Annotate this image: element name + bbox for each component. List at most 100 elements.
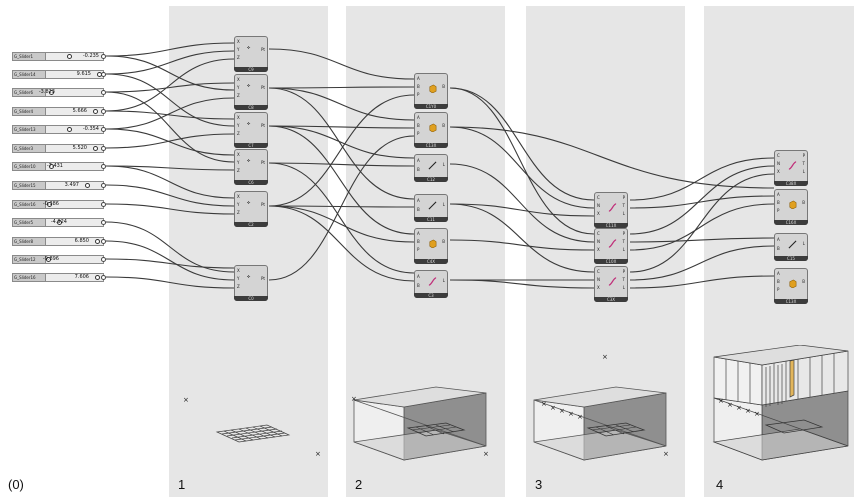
- input-z[interactable]: Z: [237, 55, 240, 60]
- slider-knob[interactable]: [93, 146, 98, 151]
- input-c[interactable]: C: [597, 195, 600, 200]
- input-n[interactable]: N: [777, 161, 780, 166]
- input-b[interactable]: B: [777, 246, 780, 251]
- output-b[interactable]: B: [802, 200, 805, 205]
- box-component-node[interactable]: A B P B C4X: [414, 228, 448, 264]
- construct-point-node[interactable]: X Y Z ✣ Pt C8: [234, 74, 268, 110]
- output-grip[interactable]: [101, 109, 106, 114]
- input-z[interactable]: Z: [237, 210, 240, 215]
- output-t[interactable]: T: [802, 161, 805, 166]
- output-grip[interactable]: [101, 164, 106, 169]
- input-x[interactable]: X: [237, 268, 240, 273]
- number-slider[interactable]: G_Slider16-0.386: [12, 200, 106, 209]
- input-b[interactable]: B: [777, 279, 780, 284]
- output-pt[interactable]: Pt: [261, 85, 265, 90]
- input-b[interactable]: B: [417, 123, 420, 128]
- output-l[interactable]: L: [442, 162, 445, 167]
- construct-point-node[interactable]: X Y Z ✣ Pt C7: [234, 112, 268, 148]
- input-y[interactable]: Y: [237, 276, 240, 281]
- input-z[interactable]: Z: [237, 284, 240, 289]
- output-pt[interactable]: Pt: [261, 160, 265, 165]
- evaluate-curve-node[interactable]: C N X P T L C10X: [594, 228, 628, 264]
- output-p[interactable]: P: [622, 231, 625, 236]
- input-y[interactable]: Y: [237, 85, 240, 90]
- number-slider[interactable]: G_Slider1-0.235: [12, 52, 106, 61]
- input-b[interactable]: B: [417, 239, 420, 244]
- input-y[interactable]: Y: [237, 47, 240, 52]
- output-grip[interactable]: [101, 146, 106, 151]
- line-component-node[interactable]: A B L C15: [774, 233, 808, 261]
- number-slider[interactable]: G_Slider6-3.823: [12, 88, 106, 97]
- input-b[interactable]: B: [777, 200, 780, 205]
- output-b[interactable]: B: [442, 84, 445, 89]
- input-y[interactable]: Y: [237, 202, 240, 207]
- output-pt[interactable]: Pt: [261, 47, 265, 52]
- input-z[interactable]: Z: [237, 93, 240, 98]
- input-a[interactable]: A: [417, 76, 420, 81]
- input-x[interactable]: X: [597, 211, 600, 216]
- evaluate-curve-node[interactable]: C N X P T L C3X: [594, 266, 628, 302]
- input-p[interactable]: P: [777, 287, 780, 292]
- output-t[interactable]: T: [622, 239, 625, 244]
- box-component-node[interactable]: A B P B C13X: [774, 268, 808, 304]
- input-x[interactable]: X: [597, 285, 600, 290]
- output-grip[interactable]: [101, 257, 106, 262]
- output-grip[interactable]: [101, 275, 106, 280]
- input-x[interactable]: X: [237, 39, 240, 44]
- construct-point-node[interactable]: X Y Z ✣ Pt C0: [234, 265, 268, 301]
- output-grip[interactable]: [101, 127, 106, 132]
- number-slider[interactable]: G_Slider5-4.924: [12, 218, 106, 227]
- output-l[interactable]: L: [622, 247, 625, 252]
- input-a[interactable]: A: [777, 237, 780, 242]
- input-a[interactable]: A: [777, 271, 780, 276]
- slider-knob[interactable]: [46, 257, 51, 262]
- input-c[interactable]: C: [597, 231, 600, 236]
- input-x[interactable]: X: [237, 77, 240, 82]
- input-x[interactable]: X: [777, 169, 780, 174]
- output-t[interactable]: T: [622, 203, 625, 208]
- input-y[interactable]: Y: [237, 123, 240, 128]
- input-b[interactable]: B: [417, 167, 420, 172]
- input-a[interactable]: A: [417, 274, 420, 279]
- construct-point-node[interactable]: X Y Z ✣ Pt C6: [234, 149, 268, 185]
- output-p[interactable]: P: [622, 195, 625, 200]
- input-x[interactable]: X: [597, 247, 600, 252]
- output-grip[interactable]: [101, 220, 106, 225]
- input-a[interactable]: A: [417, 231, 420, 236]
- slider-knob[interactable]: [57, 220, 62, 225]
- output-pt[interactable]: Pt: [261, 202, 265, 207]
- slider-knob[interactable]: [49, 164, 54, 169]
- input-p[interactable]: P: [417, 92, 420, 97]
- slider-knob[interactable]: [95, 239, 100, 244]
- output-grip[interactable]: [101, 239, 106, 244]
- input-n[interactable]: N: [597, 239, 600, 244]
- input-x[interactable]: X: [237, 194, 240, 199]
- slider-knob[interactable]: [49, 90, 54, 95]
- input-x[interactable]: X: [237, 115, 240, 120]
- output-grip[interactable]: [101, 54, 106, 59]
- number-slider[interactable]: G_Slider13-0.354: [12, 125, 106, 134]
- line-component-node[interactable]: A B L C12: [414, 154, 448, 182]
- input-a[interactable]: A: [777, 192, 780, 197]
- box-component-node[interactable]: A B P B C1Y0: [414, 73, 448, 109]
- box-component-node[interactable]: A B P B C16X: [774, 189, 808, 225]
- input-z[interactable]: Z: [237, 168, 240, 173]
- input-p[interactable]: P: [777, 208, 780, 213]
- slider-knob[interactable]: [67, 127, 72, 132]
- input-b[interactable]: B: [417, 84, 420, 89]
- input-a[interactable]: A: [417, 198, 420, 203]
- output-l[interactable]: L: [802, 169, 805, 174]
- output-pt[interactable]: Pt: [261, 276, 265, 281]
- input-a[interactable]: A: [417, 158, 420, 163]
- number-slider[interactable]: G_Slider12-9.896: [12, 255, 106, 264]
- output-t[interactable]: T: [622, 277, 625, 282]
- input-p[interactable]: P: [417, 247, 420, 252]
- output-p[interactable]: P: [802, 153, 805, 158]
- input-p[interactable]: P: [417, 131, 420, 136]
- slider-knob[interactable]: [47, 202, 52, 207]
- input-b[interactable]: B: [417, 207, 420, 212]
